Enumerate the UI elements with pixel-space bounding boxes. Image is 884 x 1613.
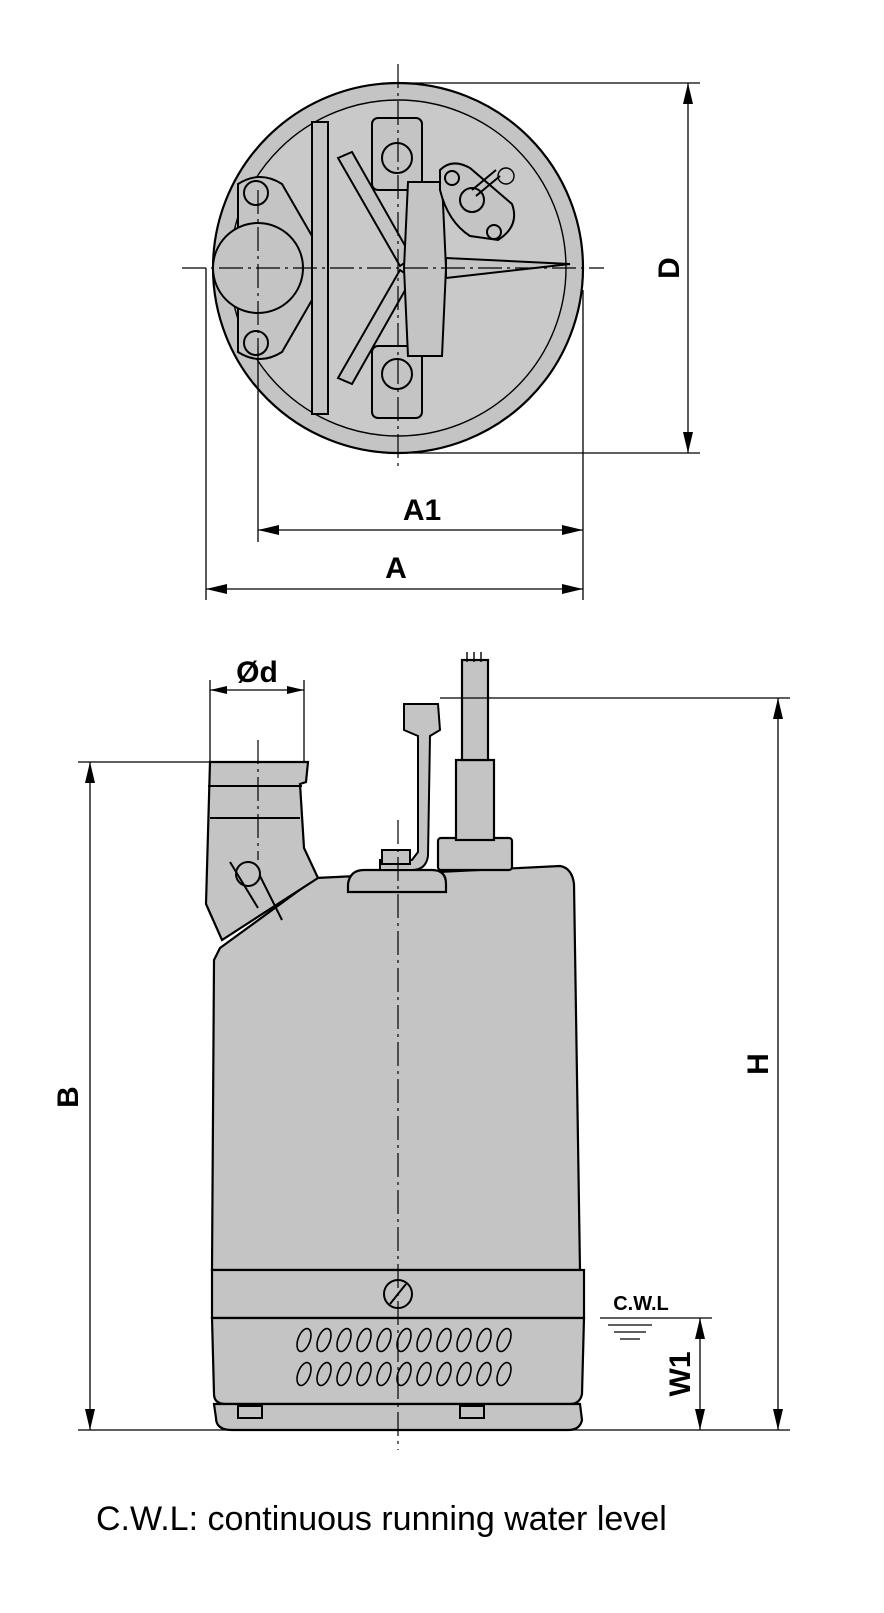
cwl-label: C.W.L (613, 1293, 669, 1315)
top-view-bolt-lower (381, 358, 413, 390)
strainer-slot (496, 1327, 512, 1353)
dimension-label-b: B (52, 1086, 85, 1108)
top-view-cable-end (497, 167, 515, 185)
strainer-slot (476, 1361, 492, 1387)
top-view-cable (471, 169, 501, 197)
top-view-boss-upper (371, 117, 423, 191)
side-view-cable-gland (454, 758, 496, 842)
side-view-foot-bolt-left (237, 1405, 263, 1419)
dimension-b: B (52, 761, 210, 1430)
side-view-top-nut (381, 849, 411, 865)
side-view-cable (460, 658, 490, 762)
dimension-label-h: H (742, 1053, 775, 1075)
top-view-outlet-bolt-upper (243, 180, 269, 206)
dimension-d: D (398, 82, 700, 454)
top-view-lifting-bar (402, 181, 448, 357)
side-view-lifting-handle (379, 703, 442, 871)
side-view (78, 652, 790, 1450)
side-view-motor-body (210, 864, 582, 1272)
strainer-slot (396, 1361, 412, 1387)
top-view (182, 64, 604, 470)
side-view-outlet-bolt (235, 861, 261, 887)
dimension-a: A (205, 268, 583, 600)
dimension-label-d: D (653, 257, 686, 279)
strainer-slot (316, 1361, 332, 1387)
dimension-label-a1: A1 (403, 494, 441, 527)
dimension-a1: A1 (257, 290, 584, 600)
top-view-bolt-upper (381, 142, 413, 174)
strainer-slot (416, 1361, 432, 1387)
dimension-h: H (440, 697, 790, 1430)
strainer-slot (476, 1327, 492, 1353)
strainer-slot (336, 1361, 352, 1387)
strainer-slot (356, 1327, 372, 1353)
strainer-slot (296, 1327, 312, 1353)
strainer-slot (436, 1327, 452, 1353)
dimension-w1: C.W.L W1 (600, 1293, 712, 1430)
strainer-slot (296, 1361, 312, 1387)
strainer-slot (336, 1327, 352, 1353)
side-view-cable-housing (436, 836, 514, 872)
top-view-flange-bolt-1 (444, 170, 460, 186)
top-view-outlet-bolt-lower (243, 330, 269, 356)
top-view-cable-gland (459, 187, 485, 213)
dimension-label-w1: W1 (664, 1352, 697, 1397)
caption: C.W.L: continuous running water level (96, 1500, 667, 1538)
top-view-boss-lower (371, 345, 423, 419)
side-view-strainer-slots (296, 1327, 512, 1387)
dimension-label-a: A (385, 552, 407, 585)
strainer-slot (436, 1361, 452, 1387)
strainer-slot (356, 1361, 372, 1387)
side-view-top-cap (346, 868, 448, 894)
strainer-slot (496, 1361, 512, 1387)
strainer-slot (456, 1327, 472, 1353)
top-view-cable-flange (439, 162, 516, 242)
side-view-discharge-pipe (204, 760, 320, 942)
strainer-slot (416, 1327, 432, 1353)
strainer-slot (456, 1361, 472, 1387)
dimension-label-d-diameter: Ød (236, 656, 278, 689)
dimension-outlet-diameter: Ød (209, 656, 305, 762)
top-view-handle (311, 121, 329, 415)
top-view-flange-bolt-2 (486, 224, 502, 240)
strainer-slot (396, 1327, 412, 1353)
strainer-slot (376, 1361, 392, 1387)
strainer-slot (376, 1327, 392, 1353)
side-view-foot-bolt-right (459, 1405, 485, 1419)
strainer-slot (316, 1327, 332, 1353)
